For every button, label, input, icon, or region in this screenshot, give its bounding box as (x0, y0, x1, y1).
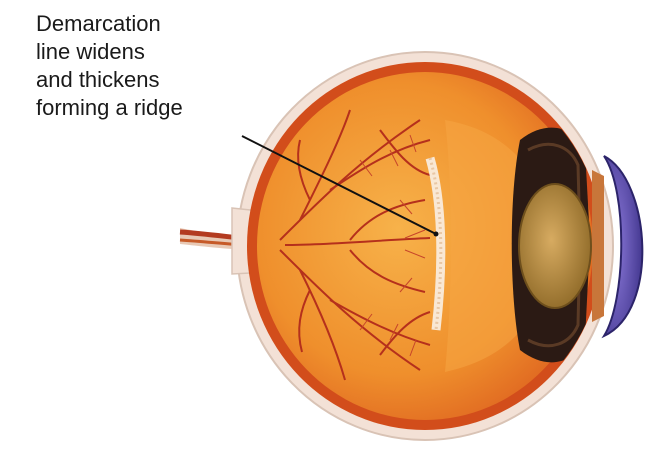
lens (519, 184, 591, 308)
leader-dot (434, 232, 439, 237)
iris (592, 170, 604, 322)
